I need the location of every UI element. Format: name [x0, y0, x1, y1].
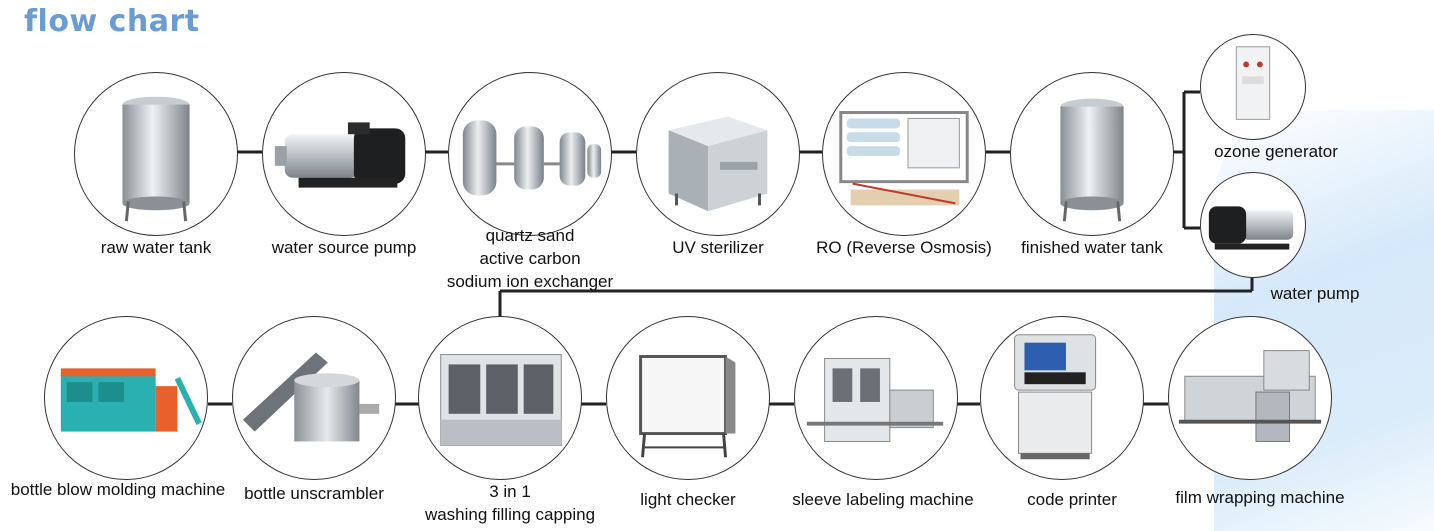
pump-icon [1208, 206, 1294, 250]
bottle-blow-molding-circle [44, 316, 208, 480]
three-in-one-line2: washing filling capping [424, 505, 596, 524]
uv-cabinet-icon [668, 116, 768, 212]
three-in-one-label: 3 in 1 washing filling capping [400, 480, 620, 526]
bottle-blow-molding-label: bottle blow molding machine [10, 480, 226, 499]
light-checker-label: light checker [640, 490, 736, 509]
water-source-pump-label: water source pump [271, 238, 417, 257]
finished-water-tank-circle [1010, 72, 1174, 236]
quartz-sand-line3: sodium ion exchanger [446, 272, 614, 291]
three-in-one-line1: 3 in 1 [489, 482, 531, 501]
ozone-generator-label: ozone generator [1214, 142, 1338, 161]
quartz-sand-label: quartz sand active carbon sodium ion exc… [430, 224, 630, 293]
ro-system-icon [839, 111, 969, 206]
ozone-cabinet-icon [1235, 46, 1271, 120]
water-source-pump-circle [262, 72, 426, 236]
water-pump-label: water pump [1270, 284, 1360, 303]
ozone-generator-circle [1200, 34, 1306, 140]
ro-label: RO (Reverse Osmosis) [816, 238, 992, 257]
finished-water-tank-label: finished water tank [1021, 238, 1163, 257]
labeling-machine-icon [806, 357, 944, 442]
filling-machine-icon [440, 354, 562, 446]
sleeve-labeling-label: sleeve labeling machine [792, 490, 974, 509]
wrapping-machine-icon [1178, 350, 1322, 442]
unscrambler-icon [242, 352, 380, 442]
quartz-sand-line2: active carbon [479, 249, 581, 268]
code-printer-circle [980, 316, 1144, 480]
quartz-sand-line1: quartz sand [485, 226, 575, 245]
raw-water-tank-circle [74, 72, 238, 236]
uv-sterilizer-circle [636, 72, 800, 236]
ro-circle [822, 72, 986, 236]
sleeve-labeling-circle [794, 316, 958, 480]
pump-icon [274, 122, 406, 188]
light-board-icon [639, 355, 736, 458]
three-in-one-circle [418, 316, 582, 480]
storage-tank-icon [1060, 98, 1124, 222]
storage-tank-icon [122, 96, 190, 222]
uv-sterilizer-label: UV sterilizer [672, 238, 764, 257]
raw-water-tank-label: raw water tank [100, 238, 212, 257]
page-title: flow chart [24, 4, 200, 39]
bottle-unscrambler-circle [232, 316, 396, 480]
bottle-unscrambler-label: bottle unscrambler [244, 484, 384, 503]
film-wrapping-label: film wrapping machine [1175, 488, 1345, 507]
blow-molding-machine-icon [60, 368, 202, 432]
light-checker-circle [606, 316, 770, 480]
film-wrapping-circle [1168, 316, 1332, 480]
filter-tanks-icon [462, 120, 602, 196]
water-pump-circle [1200, 172, 1306, 278]
code-printer-label: code printer [1027, 490, 1117, 509]
quartz-sand-circle [448, 72, 612, 236]
inkjet-printer-icon [1014, 334, 1097, 460]
